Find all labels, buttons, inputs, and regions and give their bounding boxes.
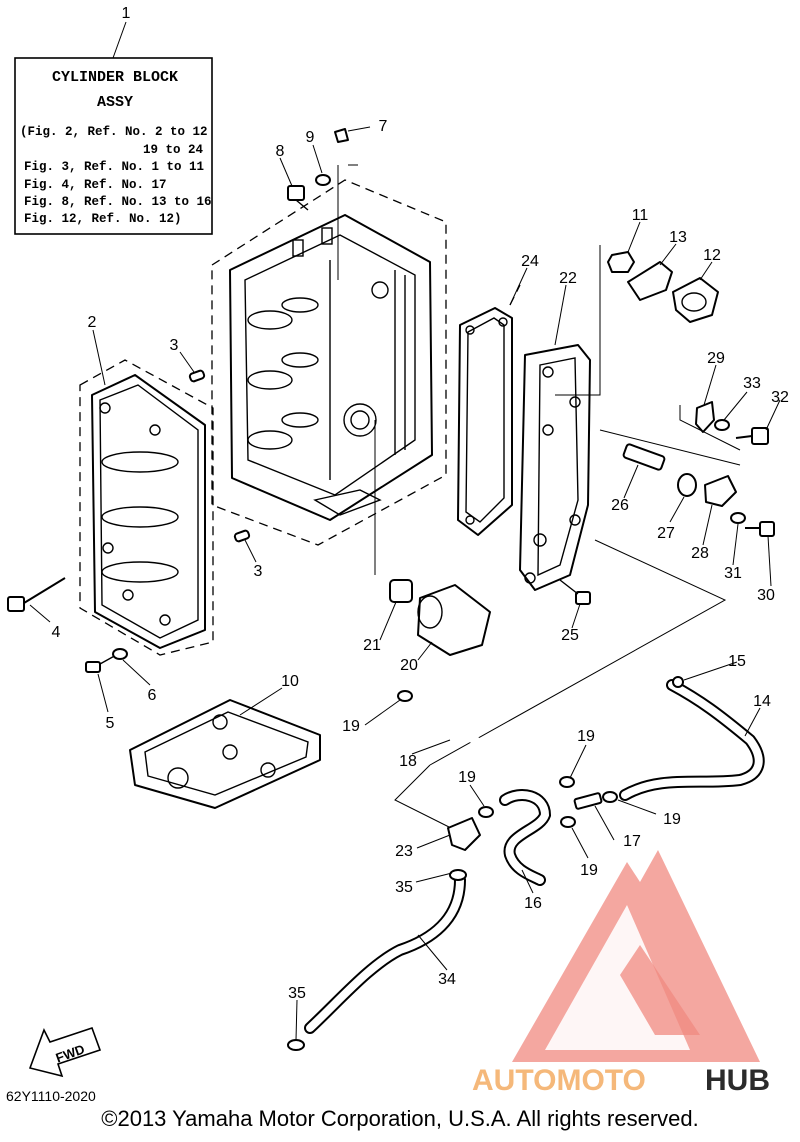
callout-27: 27 [657, 525, 675, 542]
callout-19e: 19 [663, 811, 681, 828]
callout-17: 17 [623, 833, 641, 850]
callout-19a: 19 [342, 718, 360, 735]
copyright-notice: ©2013 Yamaha Motor Corporation, U.S.A. A… [101, 1106, 699, 1131]
info-box-ref-5: Fig. 8, Ref. No. 13 to 16 [24, 195, 212, 209]
callout-24: 24 [521, 253, 539, 270]
callout-22: 22 [559, 270, 577, 287]
callout-28: 28 [691, 545, 709, 562]
drawing-code: 62Y1110-2020 [6, 1088, 96, 1104]
callout-18: 18 [399, 753, 417, 770]
callout-13: 13 [669, 229, 687, 246]
callout-1: 1 [122, 5, 131, 22]
callout-20: 20 [400, 657, 418, 674]
leader-lines [29, 21, 781, 1041]
callout-7: 7 [379, 118, 388, 135]
callout-9: 9 [306, 129, 315, 146]
callout-16: 16 [524, 895, 542, 912]
callout-25: 25 [561, 627, 579, 644]
callout-12: 12 [703, 247, 721, 264]
callout-3b: 3 [254, 563, 263, 580]
callout-35a: 35 [395, 879, 413, 896]
info-box-ref-2: 19 to 24 [143, 143, 204, 157]
callout-8: 8 [276, 143, 285, 160]
callout-34: 34 [438, 971, 456, 988]
info-box-ref-3: Fig. 3, Ref. No. 1 to 11 [24, 160, 204, 174]
callout-4: 4 [52, 624, 61, 641]
logo-text-automoto: AUTOMOTO [472, 1064, 646, 1097]
info-box-title-1: CYLINDER BLOCK [52, 69, 178, 86]
callout-3a: 3 [170, 337, 179, 354]
callout-35b: 35 [288, 985, 306, 1002]
callout-32: 32 [771, 389, 789, 406]
callout-19d: 19 [580, 862, 598, 879]
callout-2: 2 [88, 314, 97, 331]
callout-31: 31 [724, 565, 742, 582]
callout-numbers: 1 2 3 3 4 5 6 7 8 9 10 11 12 13 14 15 16… [52, 5, 789, 1002]
callout-14: 14 [753, 693, 771, 710]
callout-19c: 19 [458, 769, 476, 786]
info-box: CYLINDER BLOCK ASSY (Fig. 2, Ref. No. 2 … [14, 57, 213, 235]
callout-21: 21 [363, 637, 381, 654]
info-box-ref-6: Fig. 12, Ref. No. 12) [24, 212, 182, 226]
callout-11: 11 [632, 207, 649, 224]
cylinder-block [229, 214, 433, 521]
callout-19b: 19 [577, 728, 595, 745]
callout-26: 26 [611, 497, 629, 514]
fwd-arrow-icon: FWD [28, 1026, 102, 1078]
automotohub-logo: AUTOMOTO HUB [472, 850, 770, 1097]
callout-10: 10 [281, 673, 299, 690]
callout-30: 30 [757, 587, 775, 604]
info-box-ref-4: Fig. 4, Ref. No. 17 [24, 178, 167, 192]
callout-29: 29 [707, 350, 725, 367]
callout-5: 5 [106, 715, 115, 732]
callout-15: 15 [728, 653, 746, 670]
logo-text-hub: HUB [705, 1064, 770, 1097]
callout-23: 23 [395, 843, 413, 860]
cylinder-head [91, 374, 206, 649]
gasket-24 [457, 307, 513, 536]
info-box-title-2: ASSY [97, 94, 133, 111]
exhaust-cover-22 [519, 344, 591, 591]
callout-6: 6 [148, 687, 157, 704]
reference-lines [337, 164, 741, 831]
info-box-ref-1: (Fig. 2, Ref. No. 2 to 12 [20, 125, 208, 139]
callout-33: 33 [743, 375, 761, 392]
